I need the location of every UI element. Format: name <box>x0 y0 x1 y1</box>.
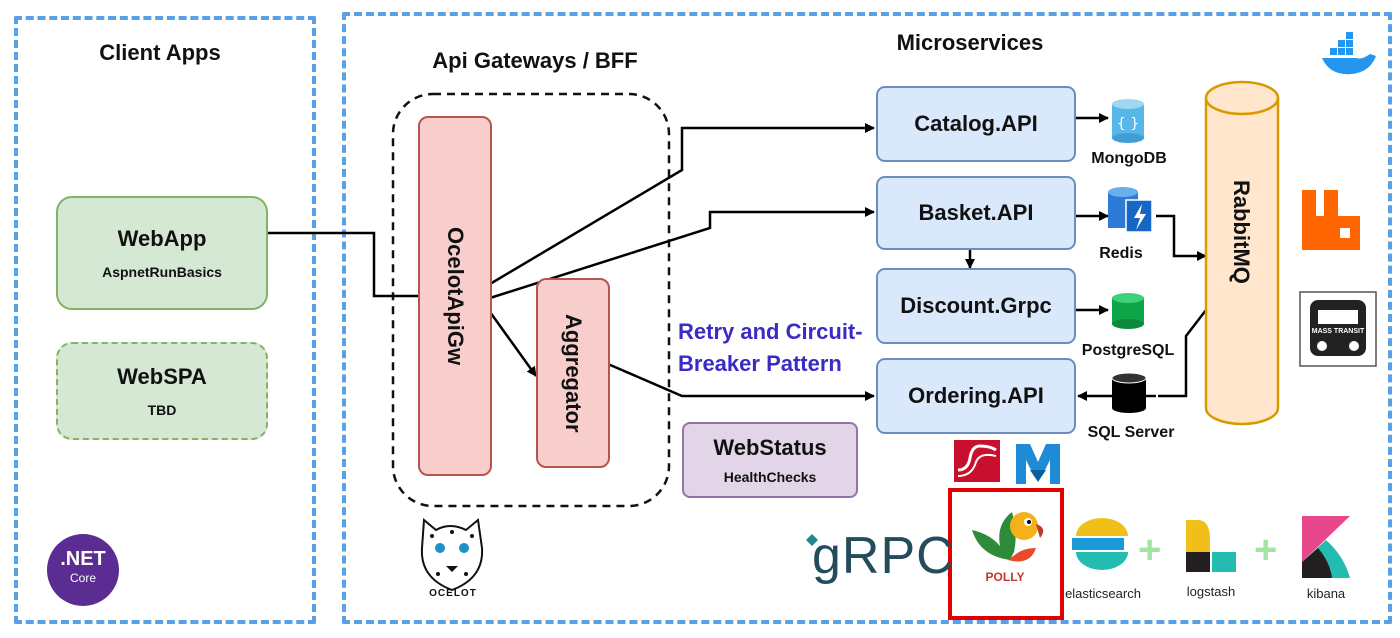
sqlserver-icon <box>1111 372 1147 413</box>
aggregator-label: Aggregator <box>561 313 586 433</box>
ocelot-gateway-label: OcelotApiGw <box>443 226 468 366</box>
rabbitmq-logo-icon <box>1302 190 1360 250</box>
webapp-name: WebApp <box>117 226 207 251</box>
aggregator-box: Aggregator <box>536 278 610 468</box>
polly-logo-text: POLLY <box>985 570 1025 584</box>
net-core-logo-icon <box>47 534 119 606</box>
webstatus-name: WebStatus <box>713 435 827 460</box>
mongodb-label: MongoDB <box>1091 150 1167 167</box>
retry-pattern-text: Retry and Circuit- Breaker Pattern <box>678 316 863 380</box>
rabbitmq-to-ordering-line <box>1158 309 1207 398</box>
logstash-icon <box>1186 520 1236 572</box>
redis-label: Redis <box>1099 245 1143 262</box>
grpc-ring-icon <box>806 534 818 546</box>
retry-line1: Retry and Circuit- <box>678 319 863 344</box>
polly-highlight-box <box>948 488 1064 620</box>
redis-icon <box>1108 187 1153 233</box>
kibana-icon <box>1302 516 1350 578</box>
basket-to-rabbitmq-line <box>1156 214 1207 261</box>
gateways-title: Api Gateways / BFF <box>432 48 638 73</box>
basket-api-box: Basket.API <box>876 176 1076 250</box>
ocelot-gateway-box: OcelotApiGw <box>418 116 492 476</box>
grpc-logo-text: gRPC <box>812 527 955 585</box>
webspa-box: WebSPA TBD <box>56 342 268 440</box>
plus-sign-2: + <box>1254 528 1278 572</box>
mongodb-icon: { } <box>1112 99 1144 143</box>
client-apps-title: Client Apps <box>99 40 221 65</box>
ocelot-to-basket-line <box>489 207 875 300</box>
metrics-red-icon <box>954 440 1000 482</box>
ocelot-cat-icon <box>420 517 484 592</box>
net-core-logo-text: .NET Core <box>47 548 119 585</box>
client-apps-region <box>14 16 316 624</box>
postgres-label: PostgreSQL <box>1081 342 1175 359</box>
net-core-line2: Core <box>69 571 96 585</box>
microservices-title: Microservices <box>896 30 1044 55</box>
svg-text:{ }: { } <box>1117 116 1139 132</box>
catalog-api-box: Catalog.API <box>876 86 1076 162</box>
net-core-line1: .NET <box>60 548 106 570</box>
discount-grpc-box: Discount.Grpc <box>876 268 1076 344</box>
ordering-api-box: Ordering.API <box>876 358 1076 434</box>
ocelot-to-aggregator-line <box>488 311 538 377</box>
ocelot-to-catalog-line <box>489 123 875 286</box>
docker-icon <box>1322 32 1376 75</box>
webstatus-sub: HealthChecks <box>723 469 817 485</box>
rabbitmq-label: RabbitMQ <box>1229 180 1254 284</box>
aggregator-to-ordering-line <box>607 362 875 401</box>
elasticsearch-icon <box>1072 518 1128 570</box>
masstransit-icon <box>1299 291 1377 367</box>
polly-parrot-icon <box>972 512 1044 562</box>
kibana-label: kibana <box>1306 586 1346 601</box>
ocelot-logo-text: OCELOT <box>429 588 477 599</box>
webapp-to-ocelot-line <box>266 231 418 298</box>
webapp-box: WebApp AspnetRunBasics <box>56 196 268 310</box>
gateway-group-outline <box>391 92 671 508</box>
masstransit-label: MASS TRANSIT <box>1311 328 1365 335</box>
rabbitmq-cylinder <box>1204 80 1280 426</box>
logstash-label: logstash <box>1186 584 1236 599</box>
webspa-sub: TBD <box>147 402 177 418</box>
elasticsearch-label: elasticsearch <box>1065 586 1141 601</box>
postgresql-icon <box>1112 293 1144 329</box>
plus-sign-1: + <box>1138 528 1162 572</box>
webstatus-box: WebStatus HealthChecks <box>682 422 858 498</box>
microservices-region <box>342 12 1392 624</box>
retry-line2: Breaker Pattern <box>678 351 842 376</box>
webapp-sub: AspnetRunBasics <box>102 264 222 280</box>
mediatr-icon <box>1016 444 1060 484</box>
webspa-name: WebSPA <box>117 364 207 389</box>
sqlserver-label: SQL Server <box>1087 424 1175 441</box>
